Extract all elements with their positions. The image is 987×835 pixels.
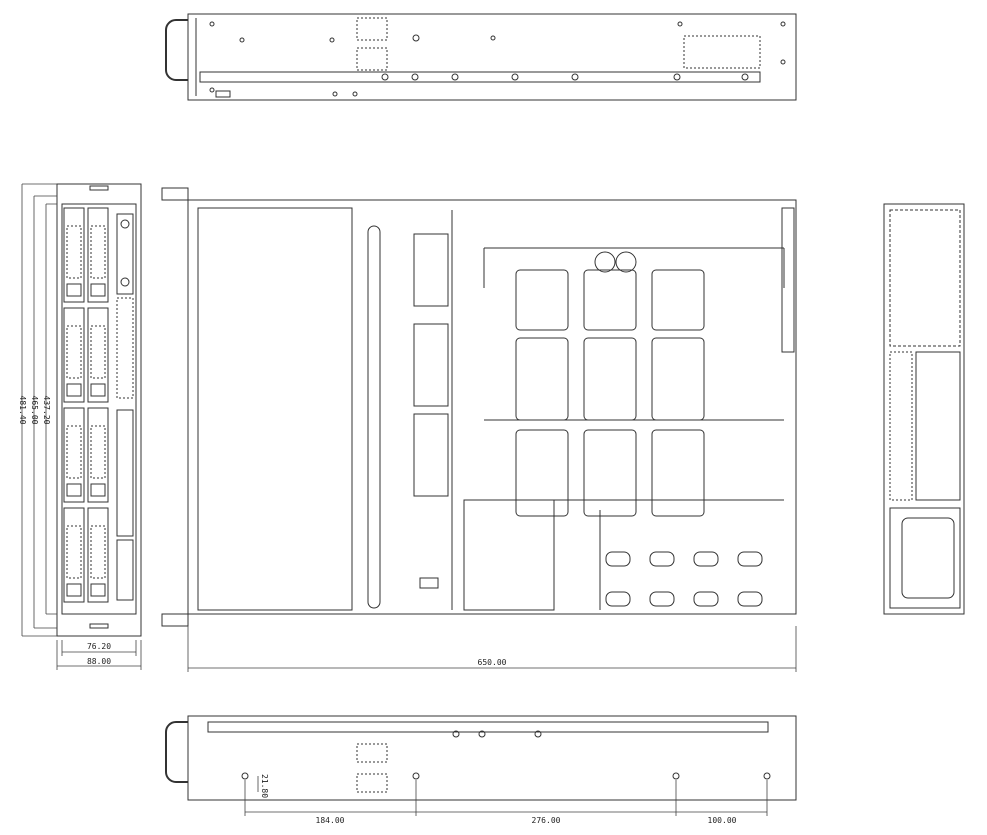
drive-bays <box>63 207 109 603</box>
psu-vents <box>605 551 763 607</box>
ear-bottom <box>161 613 189 627</box>
dim-mount-spacing-3: 100.00 <box>708 816 737 825</box>
drive-mesh <box>66 425 82 479</box>
bottom-mount-holes <box>241 730 771 780</box>
control-panel <box>116 213 134 295</box>
fan-connector <box>419 577 439 589</box>
dim-front-inner-width: 76.20 <box>87 642 111 651</box>
drive-latch <box>90 283 106 297</box>
drive-bay <box>87 507 109 603</box>
motherboard-tray <box>483 247 785 517</box>
dim-height-1: 437.20 <box>42 396 51 425</box>
dimension-labels: 76.20 88.00 481.40 465.00 437.20 650.00 … <box>18 396 737 825</box>
side-view-top <box>165 13 797 101</box>
airflow-slot <box>367 225 381 609</box>
dim-height-2: 465.00 <box>30 396 39 425</box>
drive-latch <box>66 283 82 297</box>
drive-latch <box>66 483 82 497</box>
fan-module <box>413 233 449 307</box>
top-view-outline <box>187 199 797 615</box>
dim-front-outer-width: 88.00 <box>87 657 111 666</box>
drive-cage <box>197 207 353 611</box>
front-handle-top <box>89 185 109 191</box>
rear-io-column <box>781 207 795 353</box>
front-view <box>56 183 142 637</box>
vent-block <box>356 17 388 41</box>
side-handle <box>165 19 188 81</box>
drive-bay <box>87 407 109 503</box>
rear-view <box>883 203 965 615</box>
side-rail-bottom <box>207 721 769 733</box>
side-view-bottom-outline <box>187 715 797 801</box>
dim-mount-offset: 21.80 <box>260 774 269 798</box>
vent-grille <box>683 35 761 69</box>
vent-block <box>356 743 388 763</box>
power-button-icon <box>120 219 130 229</box>
drive-mesh <box>90 325 106 379</box>
dimension-lines <box>21 183 797 816</box>
drive-mesh <box>90 225 106 279</box>
rear-outline <box>883 203 965 615</box>
side-handle-bottom <box>165 721 188 783</box>
drive-bay <box>87 307 109 403</box>
ear-top <box>161 187 189 201</box>
expansion-slots <box>889 209 961 347</box>
mount-holes <box>209 21 786 97</box>
drive-latch <box>90 383 106 397</box>
drive-mesh <box>66 525 82 579</box>
drive-bay <box>63 507 85 603</box>
rail-screws <box>381 73 749 81</box>
fan-module <box>413 413 449 497</box>
rear-io <box>889 351 913 501</box>
drive-bay <box>87 207 109 303</box>
front-panel-slot <box>116 409 134 537</box>
drive-mesh <box>90 425 106 479</box>
drive-bay <box>63 207 85 303</box>
front-handle-bottom <box>89 623 109 629</box>
drive-latch <box>90 583 106 597</box>
rear-blank-panel <box>915 351 961 501</box>
drive-mesh <box>90 525 106 579</box>
vent-block <box>356 773 388 793</box>
psu-outline <box>901 517 955 599</box>
dim-mount-spacing-2: 276.00 <box>532 816 561 825</box>
front-panel-slot <box>116 539 134 601</box>
side-view-top-outline <box>187 13 797 101</box>
front-outline <box>56 183 142 637</box>
drive-bay <box>63 407 85 503</box>
vent-block <box>356 47 388 71</box>
drive-bay <box>63 307 85 403</box>
side-view-bottom <box>165 715 797 801</box>
side-rail <box>199 71 761 83</box>
top-view <box>161 187 797 627</box>
psu-divider <box>464 499 784 610</box>
dim-height-3: 481.40 <box>18 396 27 425</box>
dim-depth: 650.00 <box>478 658 507 667</box>
drive-mesh <box>66 325 82 379</box>
drive-latch <box>66 383 82 397</box>
drive-latch <box>66 583 82 597</box>
drive-mesh <box>66 225 82 279</box>
fan-module <box>413 323 449 407</box>
dim-mount-spacing-1: 184.00 <box>316 816 345 825</box>
reset-button-icon <box>120 277 130 287</box>
front-bezel <box>61 203 137 615</box>
psu-bay <box>889 507 961 609</box>
fan-modules <box>413 233 449 589</box>
side-slot <box>215 90 231 98</box>
drive-latch <box>90 483 106 497</box>
front-vent <box>116 297 134 399</box>
